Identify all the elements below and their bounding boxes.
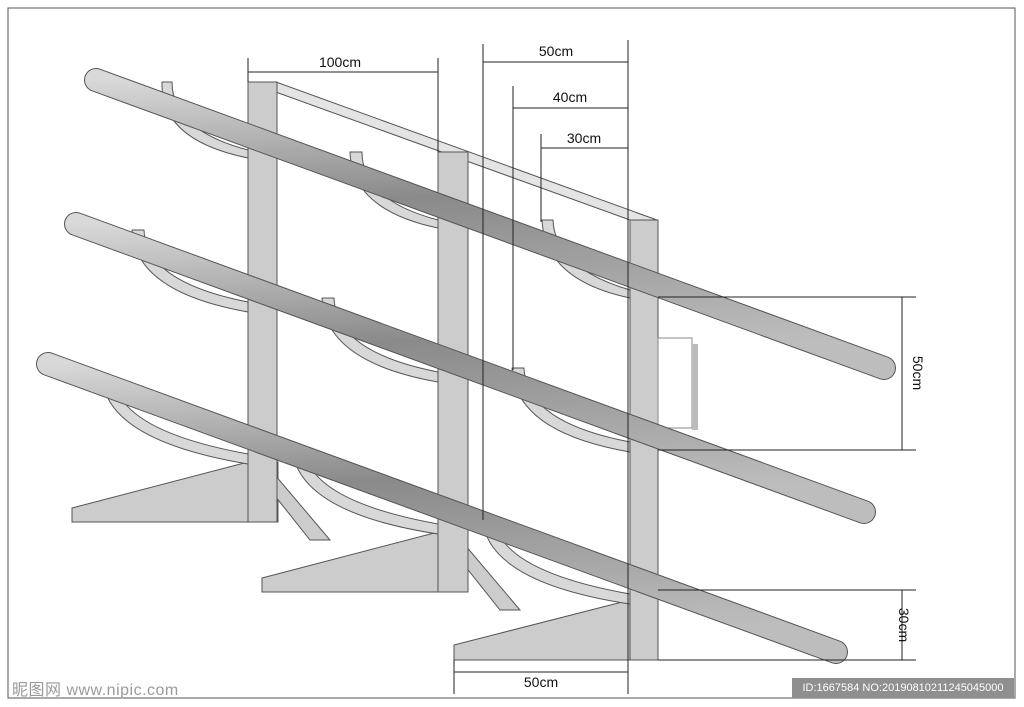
side-plate	[657, 337, 693, 429]
dim-label-30cm: 30cm	[567, 130, 601, 146]
dim-label-40cm: 40cm	[553, 89, 587, 105]
base-1	[71, 461, 279, 523]
base-2	[261, 531, 469, 593]
watermark-site: 昵图网 www.nipic.com	[12, 682, 179, 699]
pipes	[36, 68, 896, 664]
dim-label-top-50cm: 50cm	[539, 43, 573, 59]
dimension-lines	[247, 40, 916, 694]
dim-label-bottom-50cm: 50cm	[524, 674, 558, 690]
watermark-id: ID:1667584 NO:20190810211245045000	[792, 678, 1014, 698]
dim-label-right-50cm: 50cm	[910, 356, 926, 390]
dim-label-right-30cm: 30cm	[896, 608, 912, 642]
base-3	[453, 599, 659, 661]
side-plate-shadow	[692, 344, 698, 430]
dim-label-100cm: 100cm	[319, 54, 361, 70]
page-border	[7, 7, 1016, 699]
hooks	[101, 81, 631, 605]
